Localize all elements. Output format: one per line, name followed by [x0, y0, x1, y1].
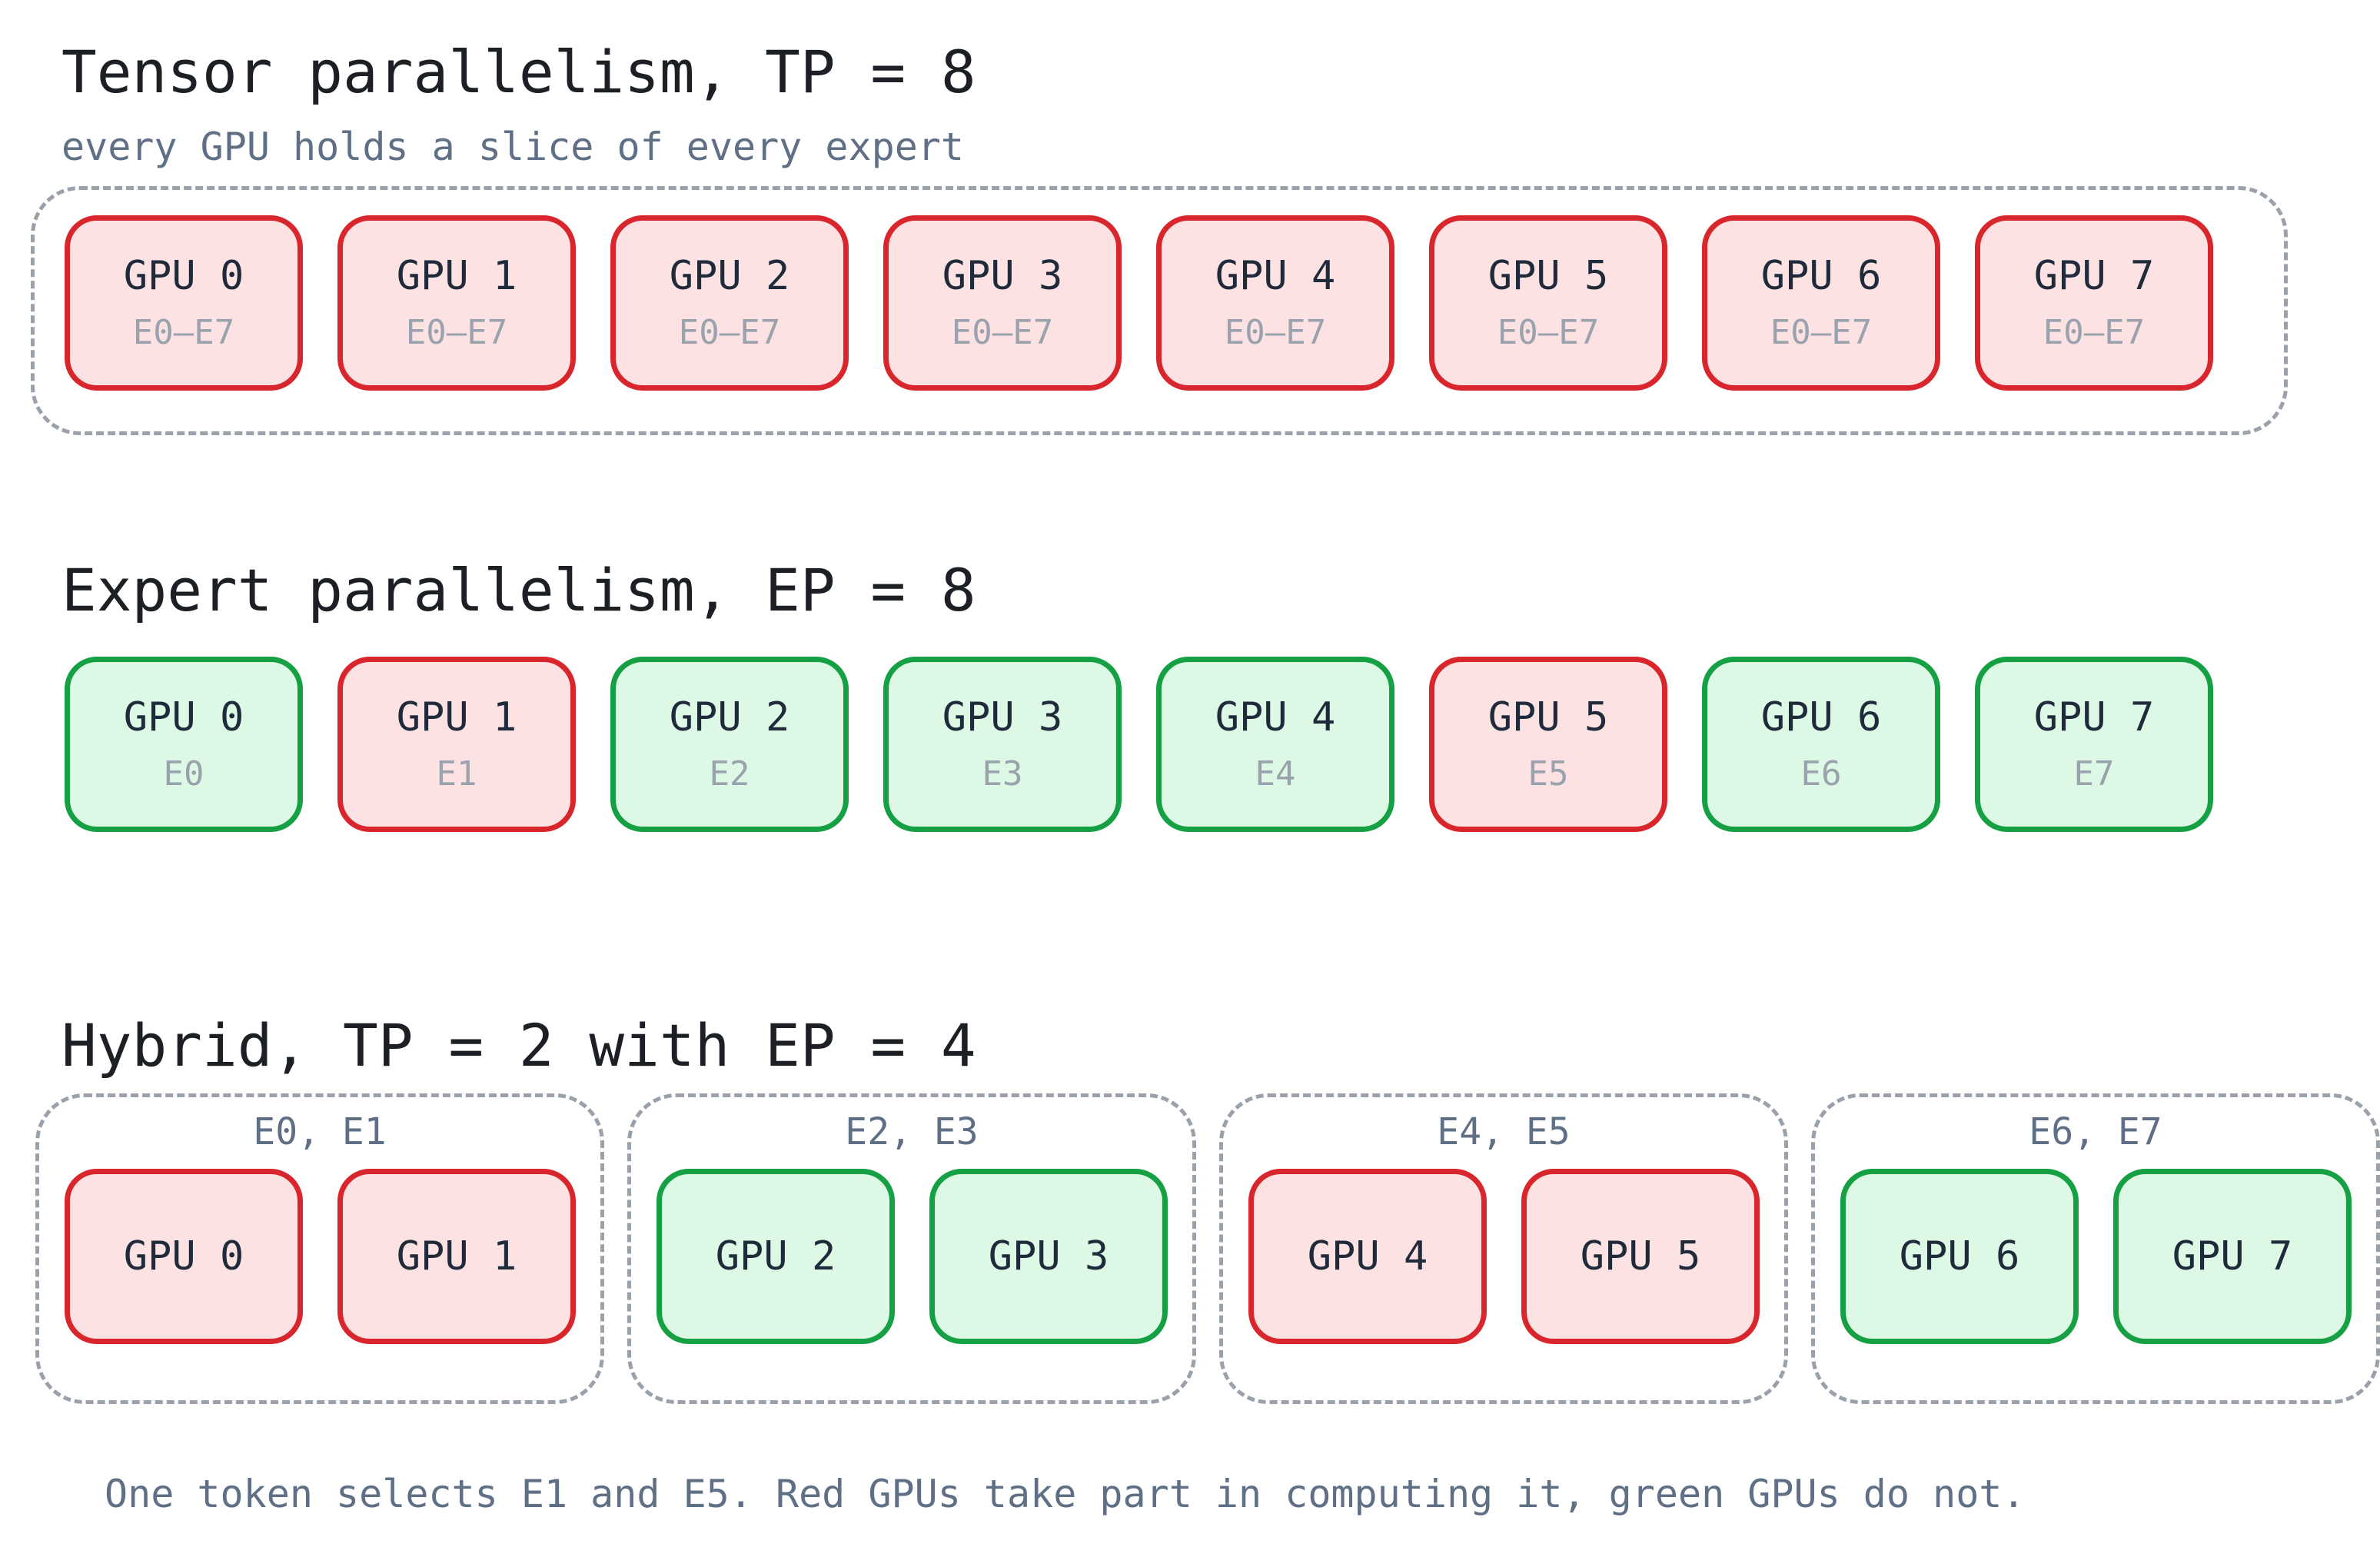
hybrid-group-outline: [35, 1093, 604, 1404]
gpu-experts: E0: [163, 754, 204, 794]
gpu-name: GPU 1: [396, 1233, 517, 1279]
gpu-experts: E0–E7: [1497, 313, 1600, 352]
gpu-name: GPU 5: [1488, 253, 1609, 299]
tensor-title: Tensor parallelism, TP = 8: [61, 38, 976, 106]
gpu-box: GPU 7 E0–E7: [1975, 215, 2213, 391]
gpu-name: GPU 6: [1760, 694, 1882, 740]
gpu-name: GPU 7: [2033, 253, 2155, 299]
hybrid-group-label: E4, E5: [1437, 1110, 1571, 1153]
gpu-box: GPU 6 E6: [1702, 657, 1940, 832]
tensor-group-outline: [31, 186, 2288, 435]
gpu-box: GPU 4 E0–E7: [1156, 215, 1394, 391]
hybrid-group-label: E2, E3: [845, 1110, 979, 1153]
gpu-experts: E0–E7: [951, 313, 1054, 352]
hybrid-group-outline: [1219, 1093, 1788, 1404]
gpu-box: GPU 1 E1: [337, 657, 576, 832]
gpu-experts: E1: [436, 754, 477, 794]
gpu-box: GPU 2 E0–E7: [610, 215, 849, 391]
gpu-experts: E3: [982, 754, 1023, 794]
expert-title: Expert parallelism, EP = 8: [61, 556, 976, 624]
gpu-box: GPU 4 E4: [1156, 657, 1394, 832]
gpu-name: GPU 3: [988, 1233, 1109, 1279]
gpu-box: GPU 7: [2113, 1169, 2352, 1344]
gpu-name: GPU 5: [1488, 694, 1609, 740]
footer-caption: One token selects E1 and E5. Red GPUs ta…: [105, 1472, 2026, 1516]
gpu-name: GPU 1: [396, 253, 517, 299]
gpu-box: GPU 4: [1248, 1169, 1487, 1344]
hybrid-group-label: E6, E7: [2029, 1110, 2162, 1153]
gpu-experts: E0–E7: [2043, 313, 2146, 352]
gpu-name: GPU 7: [2033, 694, 2155, 740]
gpu-experts: E0–E7: [405, 313, 508, 352]
gpu-name: GPU 2: [715, 1233, 836, 1279]
gpu-experts: E0–E7: [132, 313, 235, 352]
hybrid-title: Hybrid, TP = 2 with EP = 4: [61, 1011, 976, 1080]
gpu-box: GPU 3: [929, 1169, 1168, 1344]
gpu-experts: E4: [1255, 754, 1296, 794]
hybrid-group-label: E0, E1: [253, 1110, 387, 1153]
gpu-experts: E6: [1800, 754, 1842, 794]
hybrid-group-outline: [1811, 1093, 2380, 1404]
gpu-name: GPU 7: [2172, 1233, 2293, 1279]
gpu-experts: E2: [709, 754, 750, 794]
gpu-name: GPU 0: [123, 253, 244, 299]
gpu-box: GPU 3 E0–E7: [883, 215, 1122, 391]
gpu-experts: E0–E7: [1770, 313, 1873, 352]
gpu-experts: E0–E7: [678, 313, 781, 352]
gpu-name: GPU 3: [942, 694, 1063, 740]
gpu-box: GPU 5 E0–E7: [1429, 215, 1667, 391]
gpu-name: GPU 2: [669, 694, 790, 740]
gpu-name: GPU 0: [123, 694, 244, 740]
gpu-box: GPU 6: [1840, 1169, 2079, 1344]
gpu-experts: E7: [2073, 754, 2115, 794]
gpu-box: GPU 0 E0–E7: [65, 215, 303, 391]
gpu-box: GPU 2 E2: [610, 657, 849, 832]
gpu-box: GPU 3 E3: [883, 657, 1122, 832]
gpu-box: GPU 1: [337, 1169, 576, 1344]
gpu-name: GPU 0: [123, 1233, 244, 1279]
tensor-subtitle: every GPU holds a slice of every expert: [61, 125, 964, 169]
gpu-name: GPU 6: [1899, 1233, 2020, 1279]
gpu-name: GPU 3: [942, 253, 1063, 299]
gpu-box: GPU 5 E5: [1429, 657, 1667, 832]
gpu-experts: E5: [1527, 754, 1569, 794]
gpu-box: GPU 0: [65, 1169, 303, 1344]
gpu-box: GPU 5: [1521, 1169, 1760, 1344]
gpu-name: GPU 2: [669, 253, 790, 299]
gpu-name: GPU 5: [1580, 1233, 1701, 1279]
gpu-experts: E0–E7: [1224, 313, 1327, 352]
gpu-name: GPU 4: [1215, 694, 1336, 740]
gpu-box: GPU 1 E0–E7: [337, 215, 576, 391]
gpu-name: GPU 6: [1760, 253, 1882, 299]
gpu-name: GPU 1: [396, 694, 517, 740]
hybrid-group-outline: [627, 1093, 1196, 1404]
gpu-name: GPU 4: [1307, 1233, 1428, 1279]
gpu-box: GPU 6 E0–E7: [1702, 215, 1940, 391]
gpu-name: GPU 4: [1215, 253, 1336, 299]
gpu-box: GPU 0 E0: [65, 657, 303, 832]
gpu-box: GPU 2: [656, 1169, 895, 1344]
gpu-box: GPU 7 E7: [1975, 657, 2213, 832]
